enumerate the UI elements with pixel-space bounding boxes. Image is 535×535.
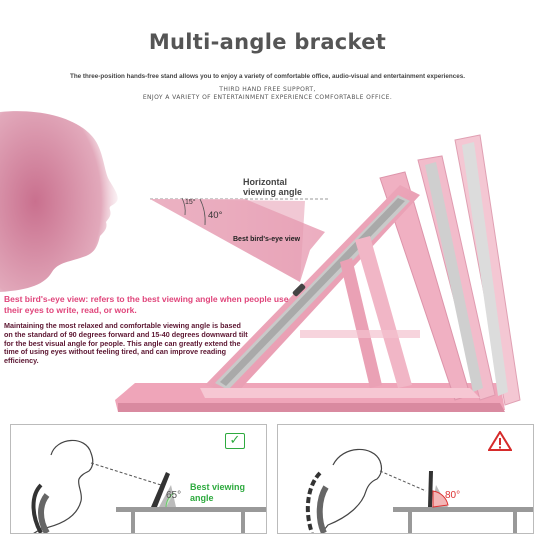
horizontal-viewing-angle-label: Horizontal viewing angle	[243, 177, 303, 197]
description-body: Maintaining the most relaxed and comfort…	[4, 321, 248, 366]
bad-posture-illustration	[305, 448, 533, 533]
angle-40-label: 40°	[208, 210, 223, 221]
main-illustration	[0, 111, 521, 412]
support-line-1: THIRD HAND FREE SUPPORT,	[219, 86, 316, 93]
good-posture-panel: ✓	[10, 424, 267, 534]
bad-posture-panel	[277, 424, 534, 534]
best-view-label: Best bird's-eye view	[233, 236, 301, 243]
support-line-2: ENJOY A VARIETY OF ENTERTAINMENT EXPERIE…	[142, 94, 393, 101]
head-silhouette	[0, 111, 118, 292]
angle-15-label: 15°	[185, 199, 196, 206]
check-icon: ✓	[225, 433, 245, 449]
description-heading: Best bird's-eye view: refers to the best…	[4, 294, 289, 315]
angle-65-label: 65°	[166, 490, 182, 501]
page-title: Multi-angle bracket	[148, 30, 387, 54]
angle-80-label: 80°	[445, 490, 461, 501]
warning-icon	[487, 430, 513, 451]
best-viewing-angle-label: Best viewing angle	[190, 482, 246, 503]
subtitle: The three-position hands-free stand allo…	[69, 73, 466, 80]
good-posture-illustration	[31, 439, 266, 533]
